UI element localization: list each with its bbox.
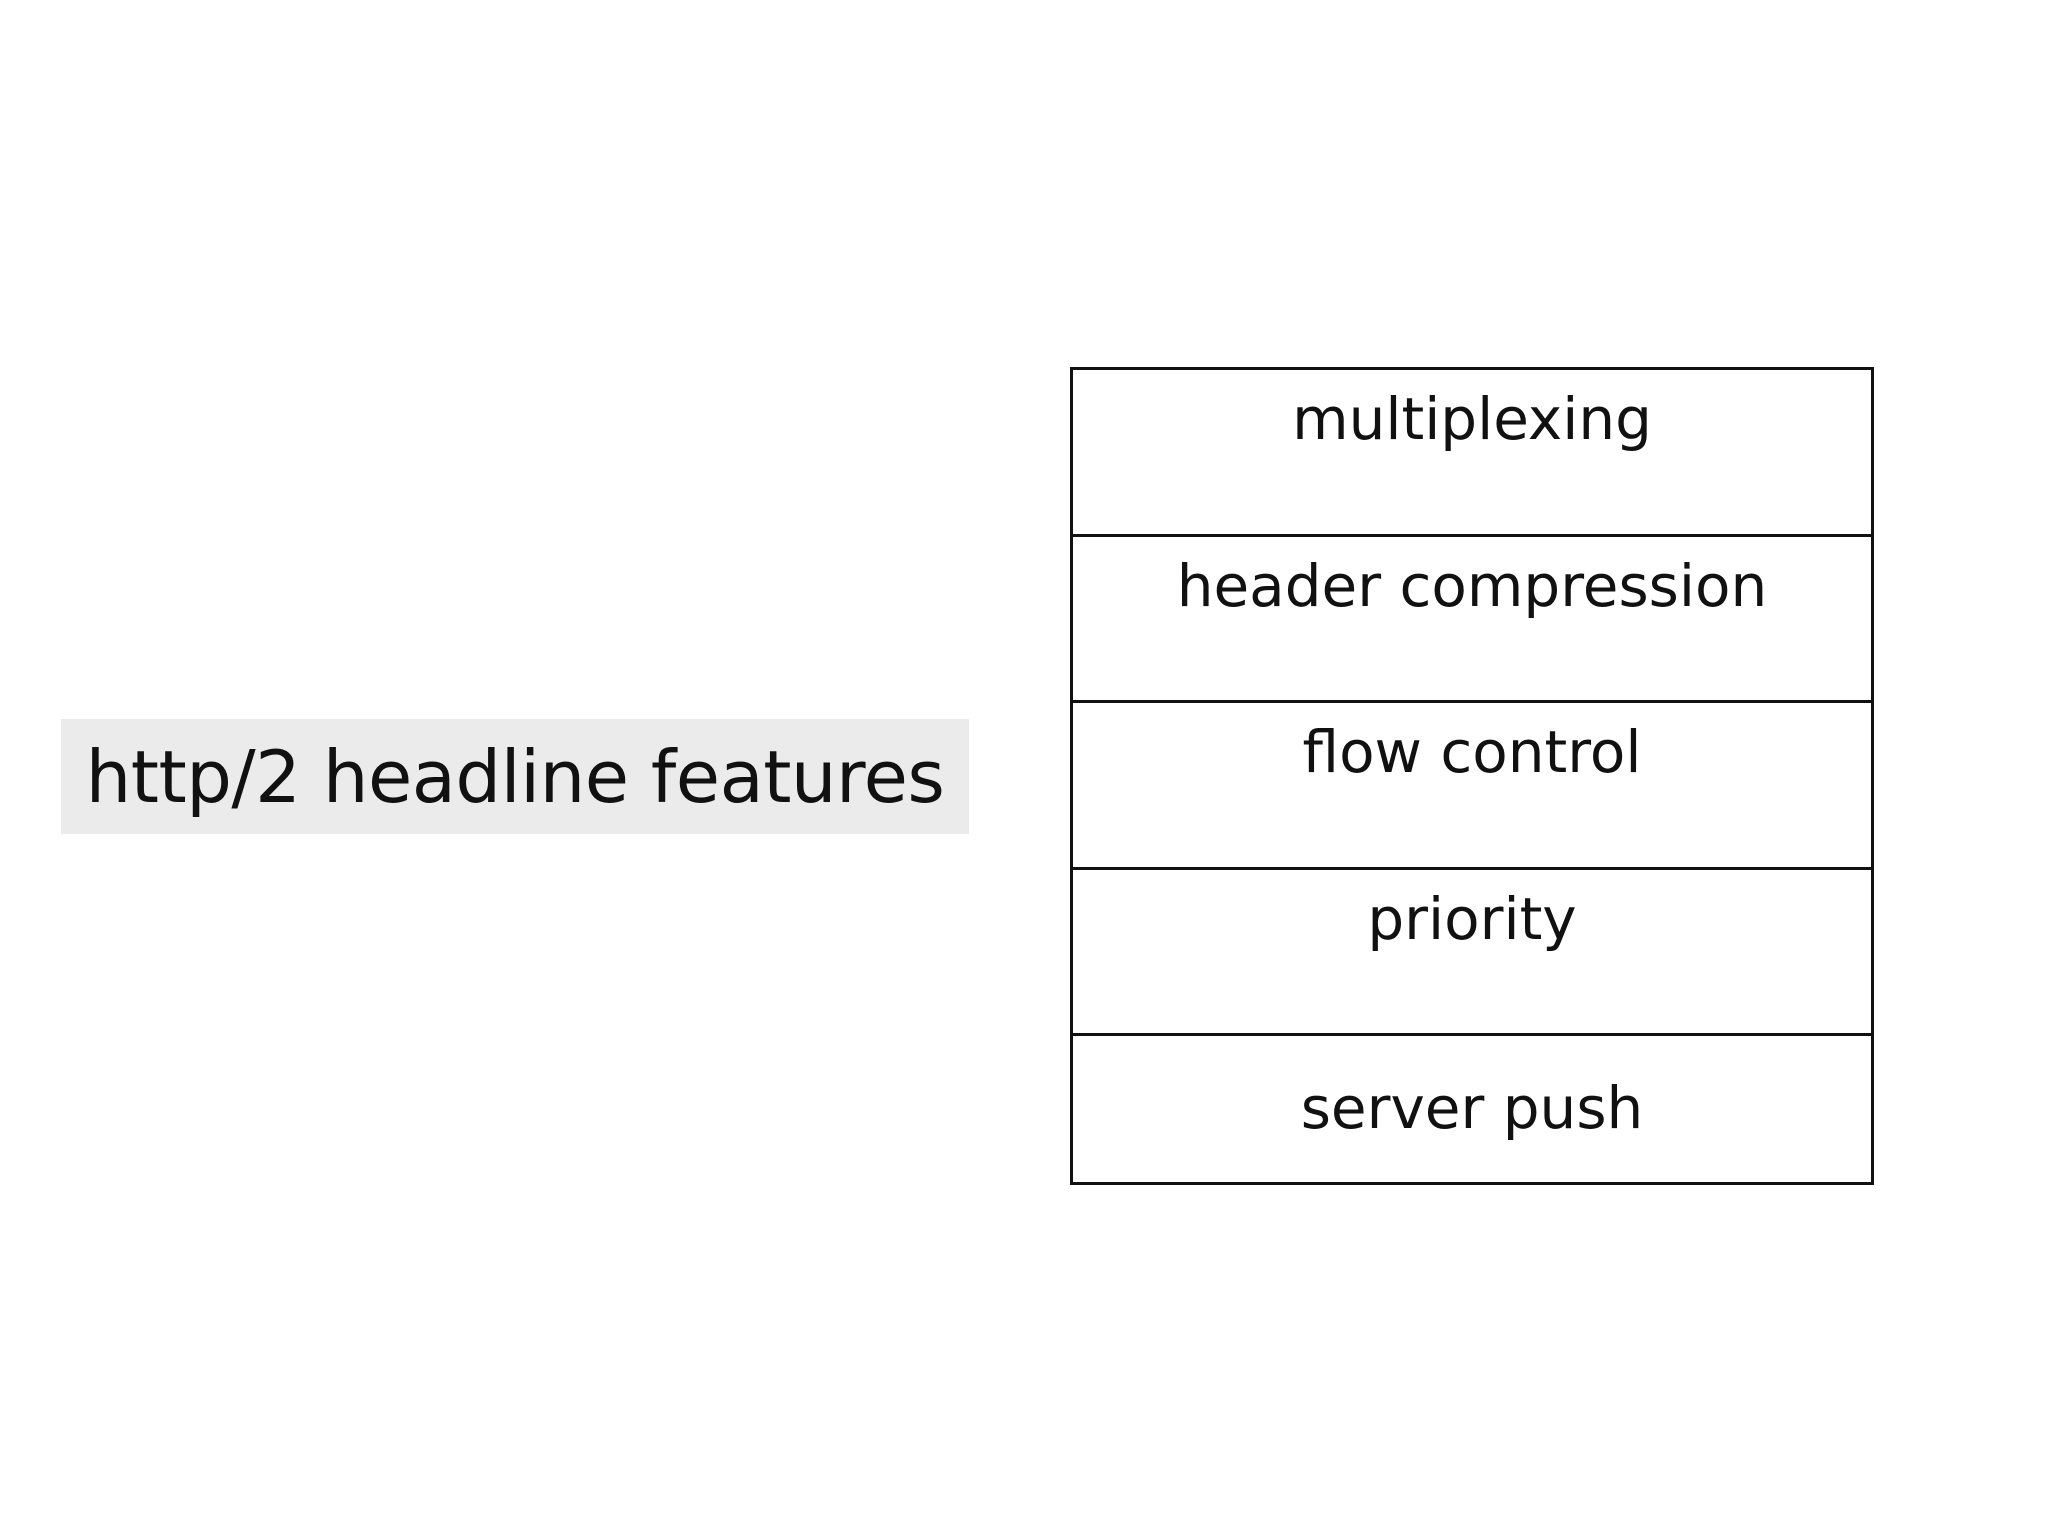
slide-title: http/2 headline features [85,734,945,819]
feature-layer-priority: priority [1073,870,1871,1037]
feature-label: flow control [1302,718,1642,787]
feature-layer-multiplexing: multiplexing [1073,370,1871,537]
feature-label: multiplexing [1292,385,1652,453]
feature-layer-server-push: server push [1073,1036,1871,1182]
feature-label: priority [1367,884,1577,953]
feature-stack: multiplexing header compression flow con… [1070,367,1874,1185]
title-highlight: http/2 headline features [61,719,969,834]
feature-layer-flow-control: flow control [1073,703,1871,870]
feature-label: server push [1300,1074,1644,1143]
feature-label: header compression [1176,551,1768,620]
feature-layer-header-compression: header compression [1073,537,1871,704]
